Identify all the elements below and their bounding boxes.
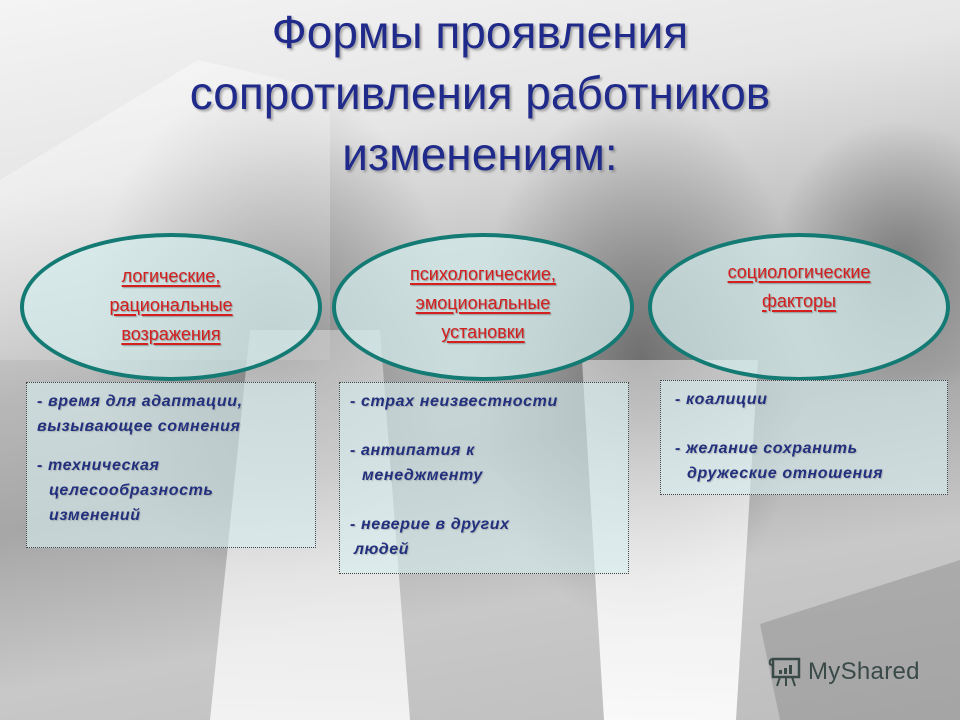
category-label-line[interactable]: психологические,	[410, 263, 556, 284]
category-label-line[interactable]: установки	[441, 321, 525, 342]
watermark-text: MyShared	[808, 658, 920, 685]
category-ellipse-psychological: психологические, эмоциональные установки	[332, 233, 634, 381]
category-label-line[interactable]: возражения	[121, 323, 221, 344]
list-item-line: - антипатия к	[350, 442, 475, 459]
list-item: - коалиции	[675, 387, 947, 412]
list-item: - время для адаптации, вызывающее сомнен…	[37, 389, 315, 439]
title-line-2: сопротивления работников	[189, 67, 771, 119]
list-item: - неверие в других людей	[350, 512, 628, 562]
list-item-line: - коалиции	[675, 391, 768, 408]
list-item-line: изменений	[49, 507, 141, 524]
list-item-line: - неверие в других	[350, 516, 510, 533]
myshared-watermark[interactable]: MyShared	[768, 656, 920, 688]
list-item-line: - техническая	[37, 457, 160, 474]
category-details-box-sociological: - коалиции - желание сохранить дружеские…	[660, 380, 948, 495]
title-line-1: Формы проявления	[271, 6, 689, 58]
list-item-line: - время для адаптации,	[37, 393, 243, 410]
category-label-line[interactable]: социологические	[727, 262, 871, 282]
list-item-line: - желание сохранить	[675, 440, 858, 457]
list-item: - страх неизвестности	[350, 389, 628, 414]
category-label-line[interactable]: эмоциональные	[415, 292, 551, 313]
list-item-line: - страх неизвестности	[350, 393, 558, 410]
list-item: - техническая целесообразность изменений	[37, 453, 315, 528]
category-label-line[interactable]: логические,	[121, 265, 221, 286]
category-details-box-psychological: - страх неизвестности - антипатия к мене…	[339, 382, 629, 574]
list-item-line: дружеские отношения	[687, 465, 884, 482]
category-ellipse-sociological: социологические факторы	[648, 233, 950, 381]
slide-title: Формы проявления сопротивления работнико…	[0, 0, 960, 185]
presentation-board-icon	[768, 656, 802, 688]
category-label-line[interactable]: рациональные	[109, 294, 233, 315]
list-item-line: людей	[354, 541, 410, 558]
list-item: - антипатия к менеджменту	[350, 438, 628, 488]
category-details-box-logical: - время для адаптации, вызывающее сомнен…	[26, 382, 316, 548]
list-item-line: менеджменту	[362, 467, 483, 484]
category-label-line[interactable]: факторы	[762, 291, 836, 311]
list-item-line: вызывающее сомнения	[37, 418, 241, 435]
title-line-3: изменениям:	[342, 128, 618, 180]
list-item-line: целесообразность	[49, 482, 214, 499]
category-ellipse-logical: логические, рациональные возражения	[20, 233, 322, 381]
list-item: - желание сохранить дружеские отношения	[675, 436, 947, 486]
